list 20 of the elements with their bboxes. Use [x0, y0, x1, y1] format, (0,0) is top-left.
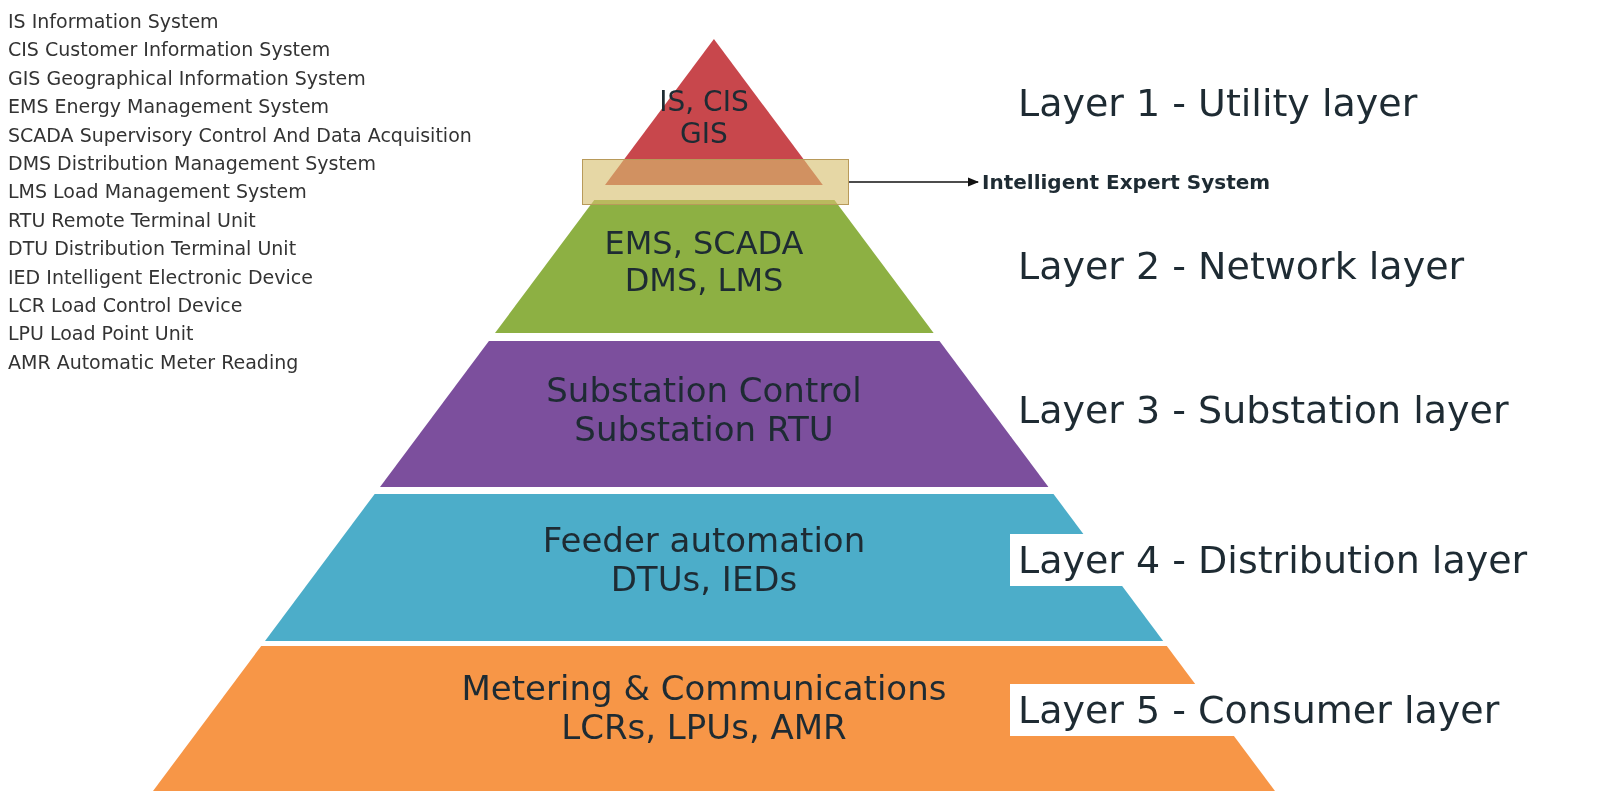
arrow [848, 177, 980, 187]
abbreviation-entry: EMS Energy Management System [8, 95, 330, 118]
abbreviation-entry: LMS Load Management System [8, 180, 307, 203]
abbreviation-entry: SCADA Supervisory Control And Data Acquisition [8, 123, 472, 146]
abbreviation-entry: LCR Load Control Device [8, 294, 243, 316]
layer-text: Metering & Communications LCRs, LPUs, AMR [460, 668, 948, 748]
abbreviation-entry: IED Intelligent Electronic Device [8, 265, 313, 288]
annotation-text: Intelligent Expert System [982, 170, 1271, 194]
abbreviation-entry: GIS Geographical Information System [8, 66, 366, 89]
abbreviation-entry: LPU Load Point Unit [8, 322, 194, 345]
abbreviation-entry: DMS Distribution Management System [8, 152, 377, 174]
abbreviation-entry: DTU Distribution Terminal Unit [8, 237, 297, 260]
overlay-band [582, 159, 849, 205]
abbreviation-entry: RTU Remote Terminal Unit [8, 208, 256, 231]
layer-text: Feeder automation DTUs, IEDs [541, 520, 867, 600]
layer-text: Substation Control Substation RTU [545, 370, 863, 450]
abbreviation-entry: IS Information System [8, 10, 219, 32]
abbreviation-entry: AMR Automatic Meter Reading [8, 350, 299, 373]
abbreviation-entry: CIS Customer Information System [8, 38, 331, 61]
layer-text: EMS, SCADA DMS, LMS [603, 225, 805, 299]
